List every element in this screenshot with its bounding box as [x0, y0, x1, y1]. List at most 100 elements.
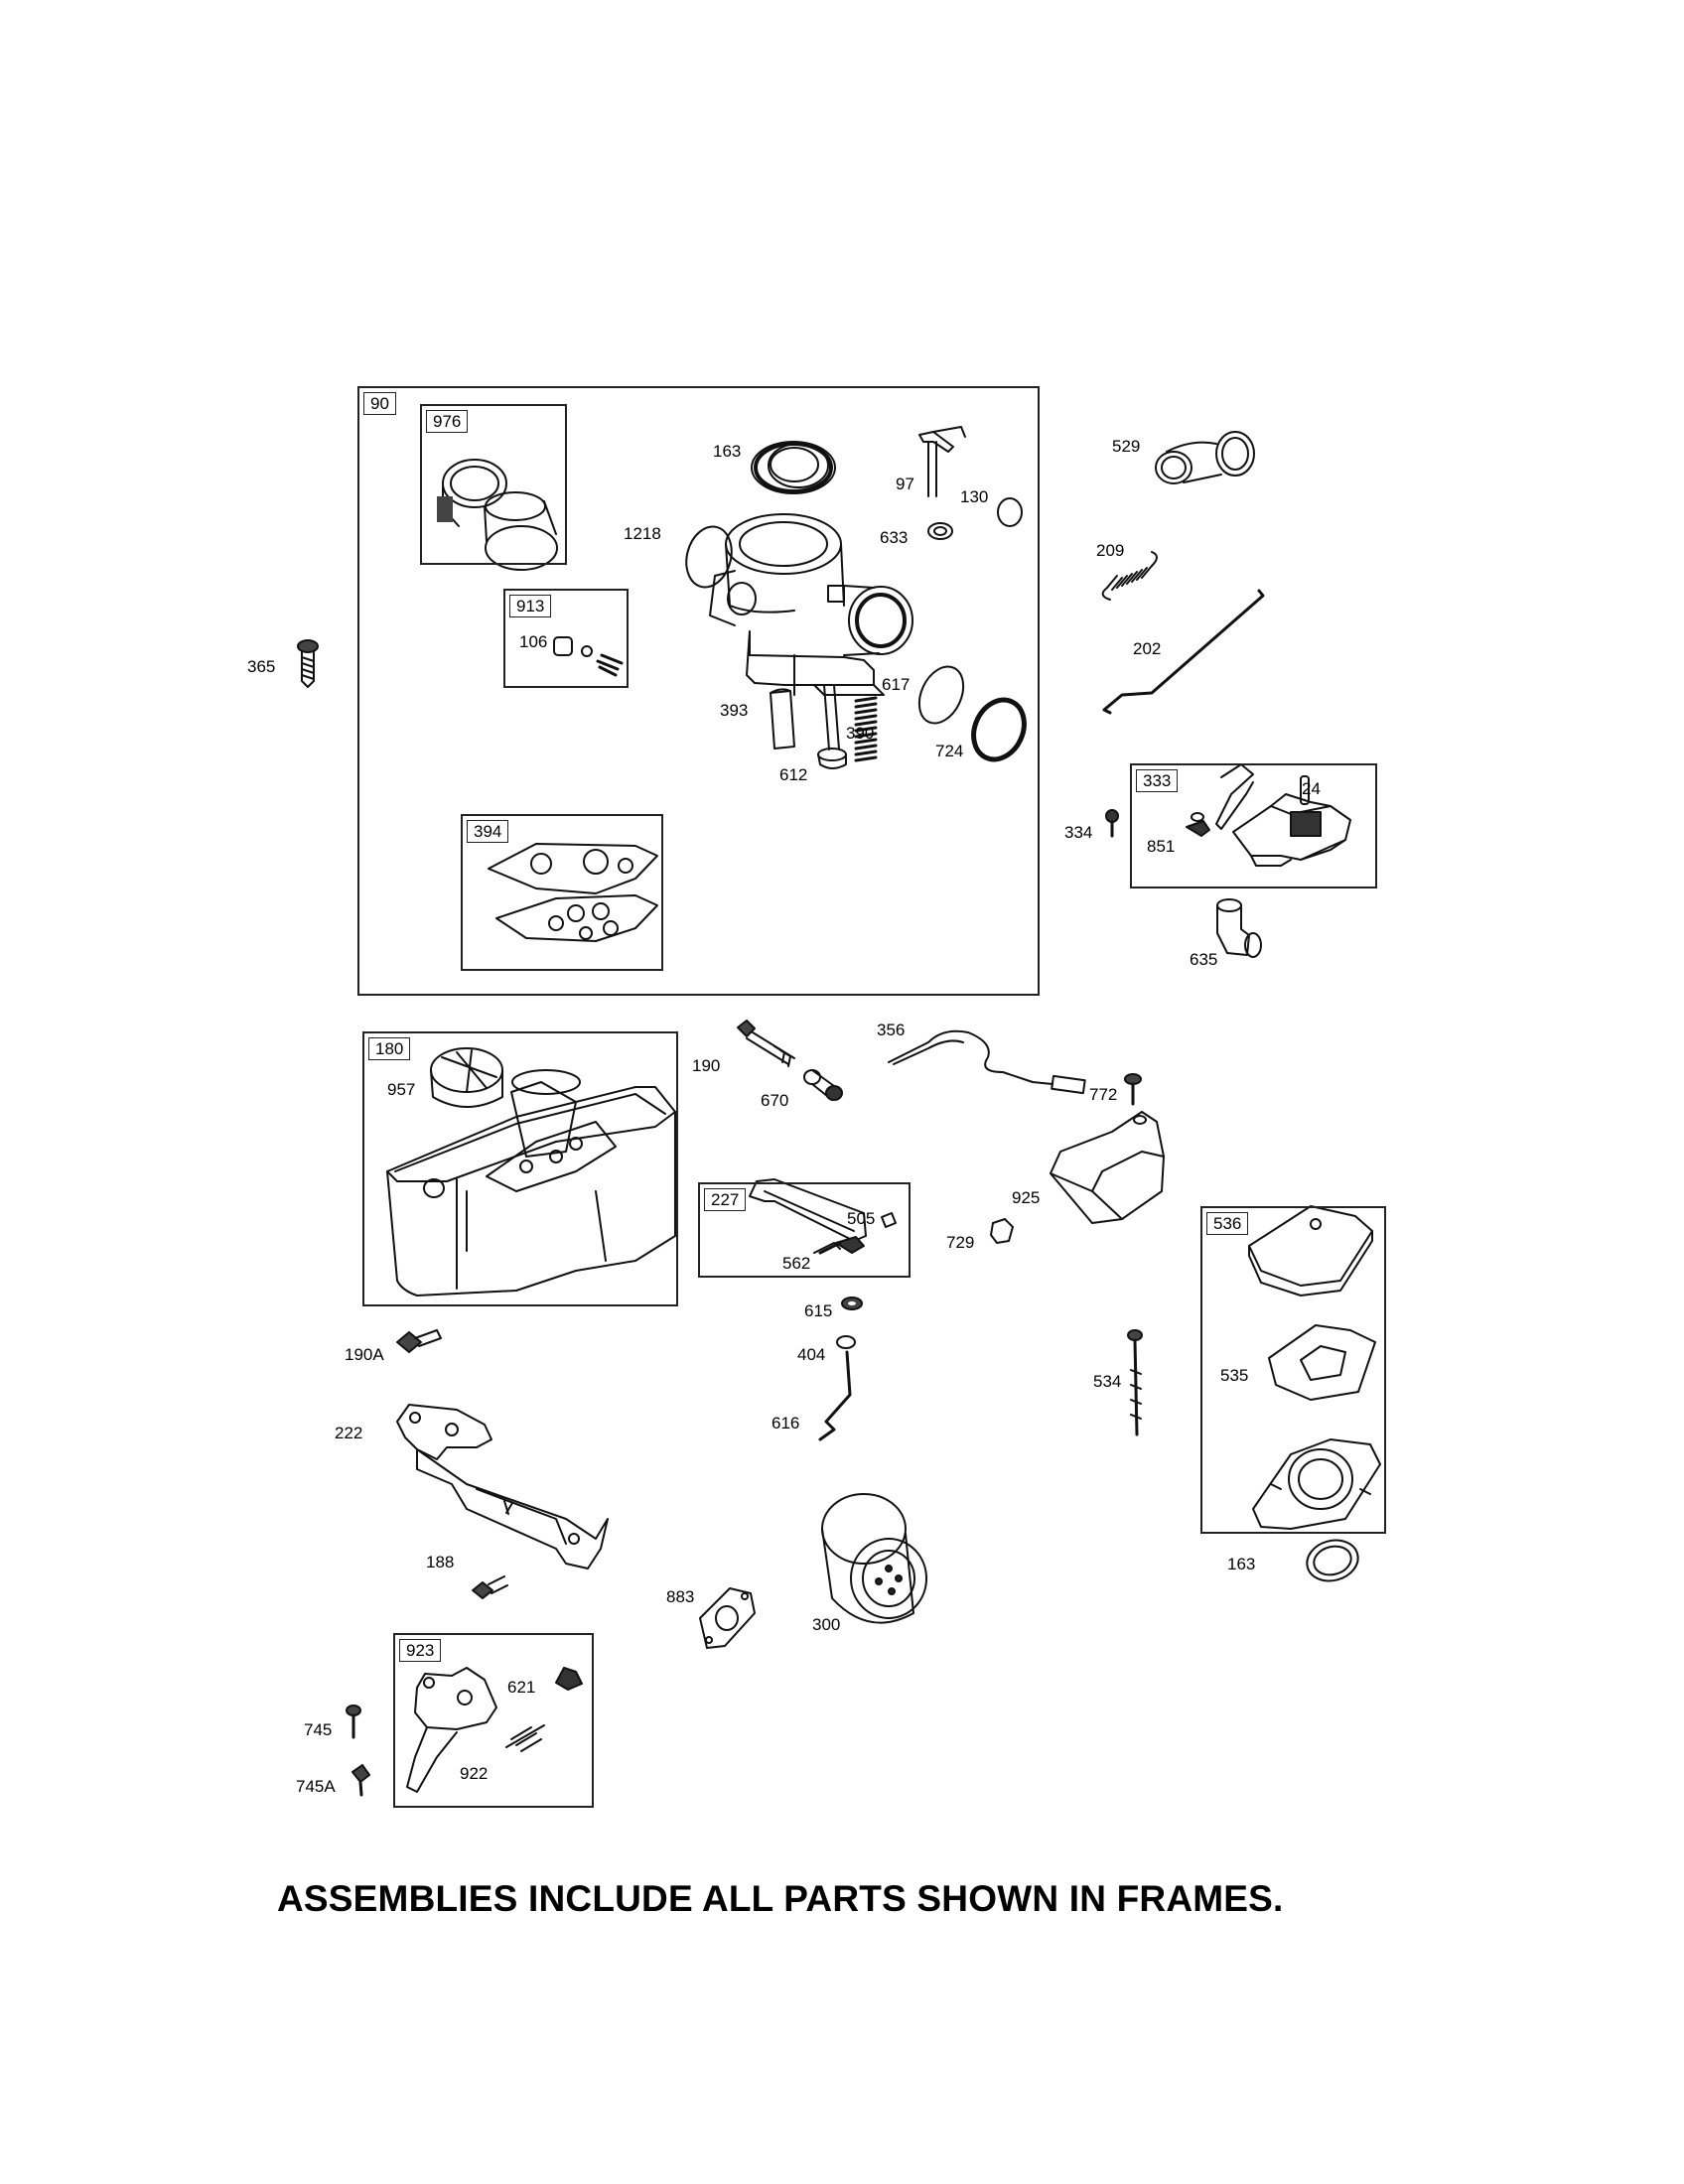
frame-394: 394 [461, 814, 663, 971]
frame-227: 227 [698, 1182, 911, 1278]
callout-745A: 745A [296, 1777, 336, 1796]
callout-883: 883 [666, 1587, 695, 1606]
frame-976-tag: 976 [426, 410, 469, 433]
callout-535: 535 [1220, 1366, 1249, 1385]
part-163-ring-lower [1306, 1539, 1359, 1582]
part-404-washer [836, 1335, 856, 1349]
callout-633: 633 [880, 528, 909, 547]
part-745-screw [346, 1705, 361, 1739]
callout-851: 851 [1147, 837, 1176, 856]
part-612-bowl-nut [817, 684, 847, 769]
callout-922: 922 [460, 1764, 489, 1783]
frame-536-tag: 536 [1206, 1212, 1249, 1235]
callout-190A: 190A [345, 1345, 384, 1364]
callout-621: 621 [507, 1678, 536, 1697]
callout-97: 97 [896, 475, 914, 493]
part-97-shaft [918, 426, 966, 497]
callout-617: 617 [882, 675, 911, 694]
part-772-screw [1124, 1073, 1142, 1106]
part-670-spacer [803, 1069, 843, 1101]
part-851 [1191, 812, 1204, 822]
part-534-screw [1127, 1329, 1143, 1436]
callout-616: 616 [772, 1414, 800, 1433]
part-334-screw [1105, 809, 1119, 838]
part-356-wire [888, 1029, 1086, 1095]
frame-90: 90 [357, 386, 1040, 996]
part-617-oring [917, 665, 965, 725]
callout-334: 334 [1064, 823, 1093, 842]
callout-529: 529 [1112, 437, 1141, 456]
frame-180: 180 [362, 1031, 678, 1306]
part-393-float [770, 690, 795, 750]
callout-404: 404 [797, 1345, 826, 1364]
callout-222: 222 [335, 1424, 363, 1442]
part-913-needle [553, 636, 624, 677]
callout-729: 729 [946, 1233, 975, 1252]
part-923-governor [406, 1667, 583, 1793]
part-190A-bolt [396, 1329, 442, 1353]
frame-227-tag: 227 [704, 1188, 747, 1211]
callout-202: 202 [1133, 639, 1162, 658]
frame-90-tag: 90 [363, 392, 396, 415]
part-202-link [1102, 589, 1265, 715]
part-745A-screw [351, 1764, 370, 1797]
frame-333-tag: 333 [1136, 769, 1179, 792]
callout-505: 505 [847, 1209, 876, 1228]
part-190-bolt [737, 1020, 795, 1067]
part-394-gaskets [488, 843, 658, 942]
part-227-lever [749, 1178, 897, 1255]
callout-670: 670 [761, 1091, 789, 1110]
part-188-bolt [472, 1575, 508, 1599]
callout-615: 615 [804, 1301, 833, 1320]
frame-913: 913 [503, 589, 629, 688]
part-222-bracket [396, 1404, 609, 1570]
frame-923: 923 [393, 1633, 594, 1808]
part-180-fuel-tank [386, 1047, 676, 1297]
callout-957: 957 [387, 1080, 416, 1099]
callout-562: 562 [782, 1254, 811, 1273]
callout-163-lower: 163 [1227, 1555, 1256, 1573]
part-925-shroud [1050, 1111, 1165, 1224]
callout-745: 745 [304, 1720, 333, 1739]
callout-209: 209 [1096, 541, 1125, 560]
callout-393: 393 [720, 701, 749, 720]
callout-724: 724 [935, 742, 964, 760]
part-365-screw [297, 639, 319, 688]
part-300-muffler [821, 1493, 927, 1624]
callout-300: 300 [812, 1615, 841, 1634]
frame-394-tag: 394 [467, 820, 509, 843]
callout-24: 24 [1302, 779, 1321, 798]
assemblies-note: ASSEMBLIES INCLUDE ALL PARTS SHOWN IN FR… [277, 1878, 1284, 1919]
callout-130: 130 [960, 487, 989, 506]
callout-356: 356 [877, 1021, 906, 1039]
frame-180-tag: 180 [368, 1037, 411, 1060]
callout-1218: 1218 [624, 524, 661, 543]
callout-163: 163 [713, 442, 742, 461]
part-635-fitting [1216, 898, 1262, 958]
callout-188: 188 [426, 1553, 455, 1571]
part-976-intake [437, 459, 558, 571]
frame-333: 333 [1130, 763, 1377, 888]
callout-635: 635 [1190, 950, 1218, 969]
frame-923-tag: 923 [399, 1639, 442, 1662]
part-729 [990, 1218, 1014, 1244]
part-163-ring-inner [770, 447, 819, 482]
part-130-plate [997, 497, 1023, 527]
frame-976: 976 [420, 404, 567, 565]
part-163-ring [768, 443, 829, 488]
callout-390: 390 [846, 724, 875, 743]
part-390-spring [854, 696, 878, 762]
callout-365: 365 [247, 657, 276, 676]
callout-534: 534 [1093, 1372, 1122, 1391]
frame-536: 536 [1200, 1206, 1386, 1534]
callout-772: 772 [1089, 1085, 1118, 1104]
frame-913-tag: 913 [509, 595, 552, 617]
callout-106: 106 [519, 632, 548, 651]
part-883-gasket [699, 1587, 756, 1649]
callout-612: 612 [779, 765, 808, 784]
part-724-gasket [971, 697, 1027, 762]
part-616-rod [818, 1350, 852, 1441]
callout-925: 925 [1012, 1188, 1041, 1207]
callout-190: 190 [692, 1056, 721, 1075]
part-633-seal [927, 522, 953, 540]
